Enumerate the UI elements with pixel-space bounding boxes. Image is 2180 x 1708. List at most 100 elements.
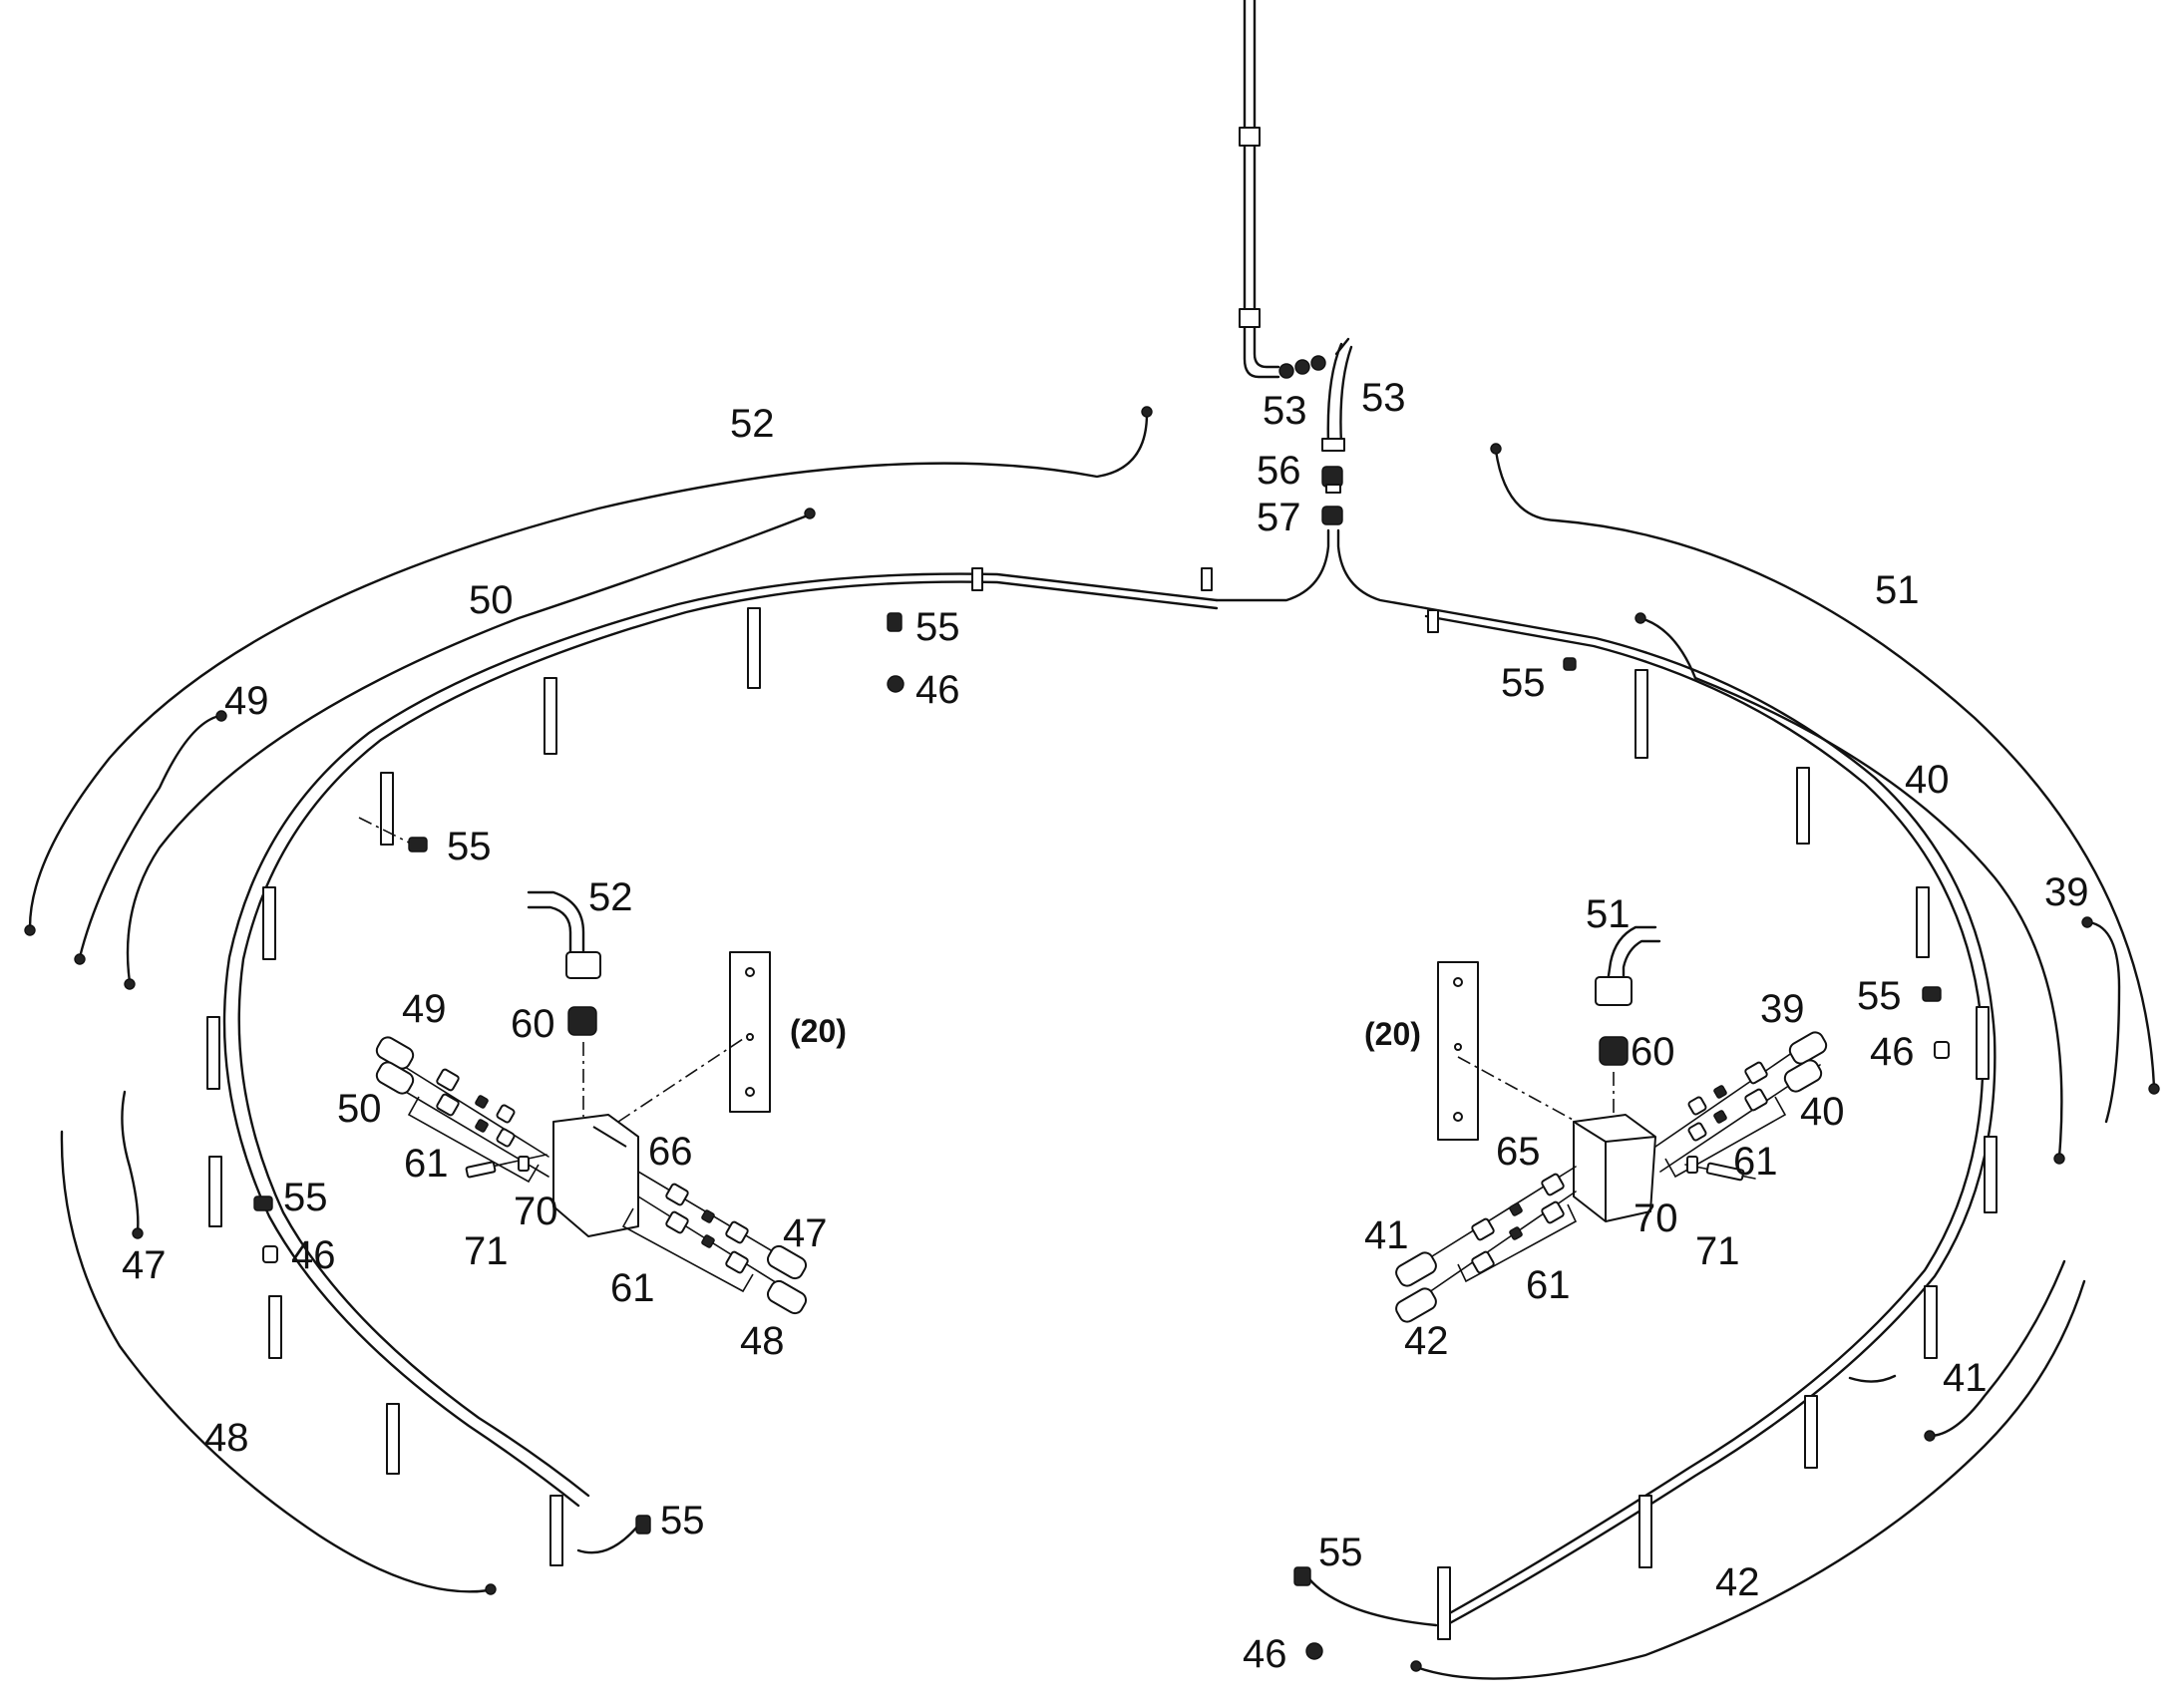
outer-line-41 xyxy=(1848,1259,2066,1442)
ring-bracket xyxy=(206,1016,220,1090)
callout-47: 47 xyxy=(783,1211,828,1255)
ring-bracket xyxy=(386,1403,400,1475)
callout-20: (20) xyxy=(790,1013,847,1049)
ring-bracket xyxy=(268,1295,282,1359)
ring-brackets xyxy=(206,567,1998,1640)
callout-71: 71 xyxy=(1695,1229,1740,1273)
callout-51: 51 xyxy=(1875,568,1920,612)
line-to-55-bl xyxy=(576,1524,640,1554)
fittings-56-57 xyxy=(1215,466,1428,610)
pipe-clamp xyxy=(971,567,983,591)
ring-bracket xyxy=(262,886,276,960)
callout-61: 61 xyxy=(610,1266,655,1310)
callout-53: 53 xyxy=(1263,389,1307,433)
callout-48: 48 xyxy=(204,1416,249,1460)
callout-39: 39 xyxy=(2044,870,2089,914)
pipe-clamp xyxy=(1239,127,1261,147)
callout-46: 46 xyxy=(291,1233,336,1277)
callout-20: (20) xyxy=(1364,1016,1421,1052)
ring-bracket xyxy=(544,677,557,755)
callout-70: 70 xyxy=(1634,1196,1678,1240)
callout-46: 46 xyxy=(1870,1030,1915,1074)
outer-line-40 xyxy=(1635,612,2065,1165)
outer-line-47 xyxy=(121,1090,144,1239)
vertical-feed-line xyxy=(1239,0,1280,379)
callout-40: 40 xyxy=(1905,758,1950,802)
callout-49: 49 xyxy=(402,987,447,1031)
ring-bracket xyxy=(747,607,761,689)
callout-60: 60 xyxy=(1631,1030,1675,1074)
ring-bracket xyxy=(1976,1006,1990,1080)
ring-bracket xyxy=(1638,1495,1652,1568)
callout-60: 60 xyxy=(511,1002,555,1046)
callout-50: 50 xyxy=(469,578,514,622)
pipe-clamp xyxy=(1201,567,1213,591)
fittings-55-46 xyxy=(253,612,1950,1660)
main-ring-pipe xyxy=(222,572,1997,1627)
callout-labels: 53 53 56 57 52 51 50 49 55 46 55 40 39 5… xyxy=(122,376,2089,1676)
callout-41: 41 xyxy=(1943,1356,1988,1400)
callout-55: 55 xyxy=(447,825,492,868)
right-distributor-assembly xyxy=(1395,925,1828,1323)
outer-line-42 xyxy=(1410,1279,2086,1680)
callout-55: 55 xyxy=(1318,1531,1363,1574)
callout-46: 46 xyxy=(915,668,960,712)
outer-line-48 xyxy=(60,1130,497,1595)
callout-48: 48 xyxy=(740,1319,785,1363)
ring-bracket xyxy=(1924,1285,1938,1359)
pipe-clamp xyxy=(1427,609,1439,633)
callout-61: 61 xyxy=(1733,1140,1778,1184)
fittings-53-group xyxy=(1278,337,1353,452)
callout-55: 55 xyxy=(1857,974,1902,1018)
callout-41: 41 xyxy=(1364,1213,1409,1257)
callout-55: 55 xyxy=(1501,661,1546,705)
line-to-55-br xyxy=(1304,1573,1438,1627)
callout-56: 56 xyxy=(1257,449,1301,493)
ring-bracket xyxy=(1635,669,1648,759)
ring-bracket xyxy=(549,1495,563,1566)
callout-52: 52 xyxy=(588,875,633,919)
callout-39: 39 xyxy=(1760,987,1805,1031)
callout-42: 42 xyxy=(1715,1560,1760,1604)
pipe-clamp xyxy=(1239,308,1261,328)
callout-52: 52 xyxy=(730,402,775,446)
ring-bracket xyxy=(380,772,394,846)
callout-70: 70 xyxy=(514,1190,558,1233)
callout-61: 61 xyxy=(404,1142,449,1186)
ring-bracket xyxy=(208,1156,222,1227)
callout-50: 50 xyxy=(337,1087,382,1131)
callout-61: 61 xyxy=(1526,1263,1571,1307)
outer-line-52 xyxy=(24,406,1153,936)
ring-bracket xyxy=(1437,1566,1451,1640)
left-fittings-upper-row xyxy=(375,1036,549,1178)
right-fittings-upper-row xyxy=(1654,1031,1828,1173)
left-distributor-assembly xyxy=(375,890,808,1315)
callout-53: 53 xyxy=(1361,376,1406,420)
outer-line-39 xyxy=(2081,916,2121,1124)
callout-42: 42 xyxy=(1404,1319,1449,1363)
callout-49: 49 xyxy=(224,679,269,723)
callout-57: 57 xyxy=(1257,496,1301,539)
outer-line-49 xyxy=(74,710,227,965)
ring-bracket xyxy=(1804,1395,1818,1469)
ring-bracket xyxy=(1984,1136,1998,1213)
callout-47: 47 xyxy=(122,1243,167,1287)
callout-55: 55 xyxy=(915,605,960,649)
callout-71: 71 xyxy=(464,1229,509,1273)
callout-55: 55 xyxy=(283,1176,328,1219)
callout-40: 40 xyxy=(1800,1090,1845,1134)
right-fittings-lower-row xyxy=(1395,1166,1577,1323)
ring-bracket xyxy=(1916,886,1930,958)
callout-51: 51 xyxy=(1586,892,1631,936)
outer-line-51 xyxy=(1490,443,2160,1095)
left-fittings-lower-row xyxy=(637,1171,808,1315)
callout-55: 55 xyxy=(660,1499,705,1542)
callout-66: 66 xyxy=(648,1130,693,1174)
ring-bracket xyxy=(1796,767,1810,845)
mounting-plate-20-left xyxy=(729,951,771,1113)
outer-line-50 xyxy=(124,508,816,990)
callout-65: 65 xyxy=(1496,1130,1541,1174)
callout-46: 46 xyxy=(1243,1632,1287,1676)
